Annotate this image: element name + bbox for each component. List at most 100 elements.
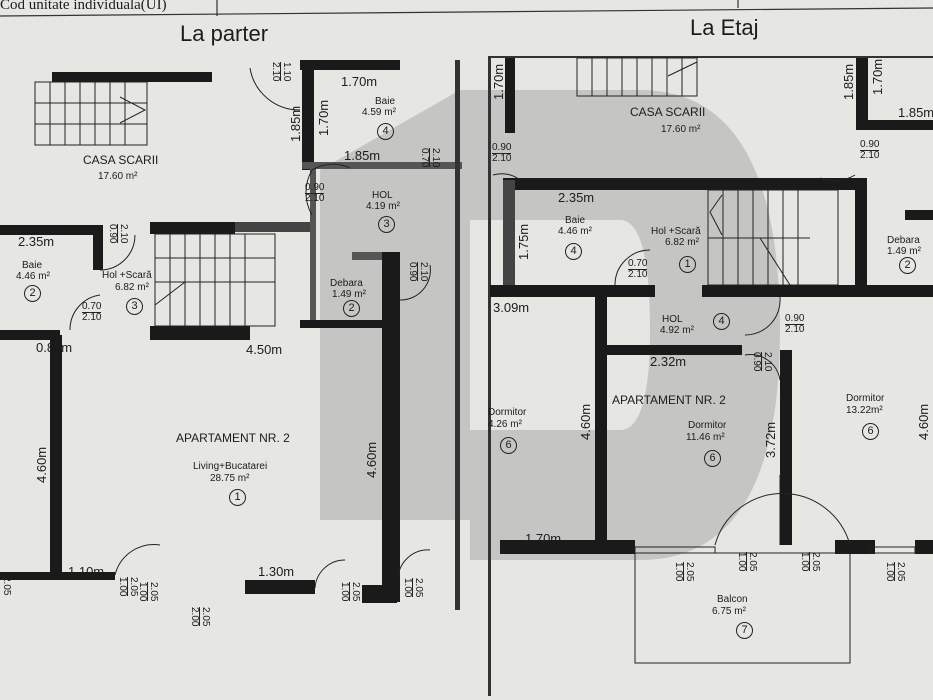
etaj-stairs xyxy=(576,57,839,286)
dimension: 2.32m xyxy=(650,354,687,369)
room-name: Dormitor xyxy=(488,407,527,418)
room-name: Hol +Scară xyxy=(651,226,701,237)
dimension: 4.60m xyxy=(578,403,593,440)
dimension: 2.05 xyxy=(1,576,12,596)
dimension: 3.09m xyxy=(493,300,530,315)
room-area: 4.92 m² xyxy=(660,325,694,336)
header-table xyxy=(0,0,933,17)
room-name: Baie xyxy=(375,96,396,107)
room-area: 11.46 m² xyxy=(686,432,725,443)
dimension: 1.85m xyxy=(288,105,303,142)
room-area: 4.59 m² xyxy=(362,107,396,118)
etaj-walls xyxy=(488,56,933,696)
dimension: 1.30m xyxy=(258,564,295,579)
room-number: 2 xyxy=(343,300,360,317)
dimension: 1.10m xyxy=(68,564,105,579)
etaj-title: La Etaj xyxy=(690,15,759,40)
room-number: 4 xyxy=(565,243,582,260)
etaj-door-arcs xyxy=(492,173,916,664)
parter-door-arcs xyxy=(69,67,431,589)
room-number: 3 xyxy=(126,298,143,315)
dimension: 1.70m xyxy=(491,63,506,100)
room-area: 28.75 m² xyxy=(210,473,250,484)
room-name: Dormitor xyxy=(688,420,727,431)
dimension: 3.72m xyxy=(763,421,778,458)
dimension: 4.50m xyxy=(246,342,283,357)
parter-stairs xyxy=(34,81,276,327)
room-area: 17.60 m² xyxy=(661,124,701,135)
room-name: CASA SCARII xyxy=(83,153,159,167)
dimension: 0.85m xyxy=(36,340,73,355)
room-number: 6 xyxy=(704,450,721,467)
dimension: 1.75m xyxy=(516,223,531,260)
dimension: 4.60m xyxy=(916,403,931,440)
dimension: 2.35m xyxy=(18,234,55,249)
dimension: 2.35m xyxy=(558,190,595,205)
room-name: Debara xyxy=(887,235,920,246)
room-number: 6 xyxy=(500,437,517,454)
room-area: 6.75 m² xyxy=(712,606,746,617)
room-number: 6 xyxy=(862,423,879,440)
room-area: 4.46 m² xyxy=(16,271,50,282)
dimension: 1.70m xyxy=(525,531,562,546)
apartment-label: APARTAMENT NR. 2 xyxy=(612,393,726,407)
parter-walls xyxy=(0,60,462,610)
room-area: 13.22m² xyxy=(846,405,883,416)
dimension: 1.70m xyxy=(870,58,885,95)
parter-title: La parter xyxy=(180,21,269,46)
room-name: Baie xyxy=(565,215,586,226)
room-area: 17.60 m² xyxy=(98,171,138,182)
room-number: 1 xyxy=(679,256,696,273)
room-number: 1 xyxy=(229,489,246,506)
room-name: Living+Bucatarei xyxy=(193,461,268,472)
dimension: 4.60m xyxy=(364,441,379,478)
room-area: 4.46 m² xyxy=(558,226,592,237)
dimension: 1.70m xyxy=(316,99,331,136)
room-name: CASA SCARII xyxy=(630,105,706,119)
room-number: 7 xyxy=(736,622,753,639)
room-name: Balcon xyxy=(717,594,748,605)
room-name: Hol +Scară xyxy=(102,270,152,281)
room-name: Debara xyxy=(330,278,363,289)
room-number: 2 xyxy=(899,257,916,274)
room-area: 1.49 m² xyxy=(887,246,921,257)
room-number: 4 xyxy=(713,313,730,330)
dimension: 1.85m xyxy=(898,105,933,120)
room-name: HOL xyxy=(372,190,393,201)
dimension: 1.85m xyxy=(841,63,856,100)
dimension: 1.70m xyxy=(341,74,378,89)
room-number: 2 xyxy=(24,285,41,302)
dimension: 4.60m xyxy=(34,446,49,483)
room-number: 4 xyxy=(377,123,394,140)
room-area: 6.82 m² xyxy=(115,282,149,293)
unit-code-label: Cod unitate individuala(UI) xyxy=(0,0,167,13)
room-number: 3 xyxy=(378,216,395,233)
dimension: 1.85m xyxy=(344,148,381,163)
room-area: 4.26 m² xyxy=(488,419,522,430)
room-name: HOL xyxy=(662,314,683,325)
room-area: 4.19 m² xyxy=(366,201,400,212)
room-area: 6.82 m² xyxy=(665,237,699,248)
room-area: 1.49 m² xyxy=(332,289,366,300)
